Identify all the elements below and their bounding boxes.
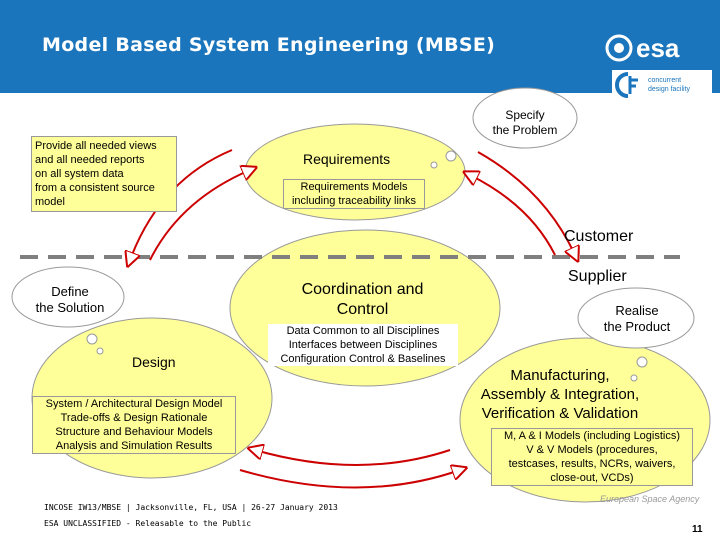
coordination-detail-line: Interfaces between Disciplines (288, 339, 438, 351)
coordination-line: Coordination and (301, 281, 424, 298)
coordination-detail-line: Data Common to all Disciplines (286, 325, 440, 337)
views-note-box: Provide all needed views and all needed … (31, 136, 177, 212)
customer-label: Customer (564, 228, 634, 245)
specify-bubble (472, 87, 578, 149)
manufacturing-line: Assembly & Integration, (480, 386, 640, 403)
arrow-mfg-to-requirements (470, 175, 556, 256)
agency-name: European Space Agency (600, 494, 700, 504)
specify-line: Specify (505, 108, 545, 122)
specify-text: Specify the Problem (478, 108, 572, 138)
manufacturing-line: Verification & Validation (481, 405, 639, 422)
esa-logo: esa (605, 33, 680, 63)
mfg-model-line: V & V Models (procedures, (526, 444, 658, 456)
requirements-models-line: including traceability links (291, 195, 417, 207)
footer-event: INCOSE IW13/MBSE | Jacksonville, FL, USA… (44, 503, 338, 512)
specify-line: the Problem (492, 123, 558, 137)
arrow-design-to-requirements (149, 170, 250, 261)
realise-bubble (577, 287, 695, 349)
design-model-line: Structure and Behaviour Models (55, 426, 213, 438)
mfg-model-line: testcases, results, NCRs, waivers, (508, 458, 676, 470)
note-line: on all system data (35, 168, 124, 180)
coordination-line: Control (336, 301, 389, 318)
note-line: Provide all needed views (35, 140, 157, 152)
coordination-detail-line: Configuration Control & Baselines (280, 353, 446, 365)
cdf-logo: concurrent design facility (612, 70, 712, 100)
coordination-details: Data Common to all Disciplines Interface… (268, 324, 458, 366)
design-model-line: Trade-offs & Design Rationale (60, 412, 208, 424)
page-number: 11 (692, 524, 703, 535)
realise-text: Realise the Product (590, 303, 684, 335)
manufacturing-line: Manufacturing, (510, 367, 610, 384)
footer-classification: ESA UNCLASSIFIED - Releasable to the Pub… (44, 519, 252, 528)
arrow-design-to-mfg (239, 470, 460, 489)
svg-text:design facility: design facility (648, 86, 691, 93)
design-label: Design (132, 354, 176, 370)
note-line: and all needed reports (35, 154, 145, 166)
note-line: model (35, 196, 65, 208)
manufacturing-label: Manufacturing, Assembly & Integration, V… (470, 366, 650, 423)
define-bubble (11, 266, 125, 328)
define-line: Define (51, 284, 89, 299)
requirements-models-box: Requirements Models including traceabili… (283, 179, 425, 209)
realise-line: Realise (615, 303, 659, 318)
coordination-label: Coordination and Control (270, 280, 455, 320)
note-line: from a consistent source (35, 182, 155, 194)
arrow-requirements-to-mfg (477, 151, 575, 255)
mfg-model-line: close-out, VCDs) (550, 472, 634, 484)
design-model-line: System / Architectural Design Model (45, 398, 223, 410)
manufacturing-models-box: M, A & I Models (including Logistics) V … (491, 428, 693, 486)
requirements-label: Requirements (303, 151, 391, 167)
mfg-model-line: M, A & I Models (including Logistics) (503, 430, 681, 442)
svg-text:esa: esa (636, 33, 680, 63)
requirements-models-line: Requirements Models (300, 181, 408, 193)
header-bar (0, 0, 720, 93)
design-models-box: System / Architectural Design Model Trad… (32, 396, 236, 454)
define-line: the Solution (35, 300, 105, 315)
page-title: Model Based System Engineering (MBSE) (42, 34, 496, 56)
arrow-mfg-to-design (255, 450, 451, 466)
supplier-label: Supplier (568, 268, 627, 285)
design-model-line: Analysis and Simulation Results (55, 440, 213, 452)
svg-text:concurrent: concurrent (648, 77, 681, 84)
define-text: Define the Solution (20, 284, 120, 316)
realise-line: the Product (603, 319, 671, 334)
